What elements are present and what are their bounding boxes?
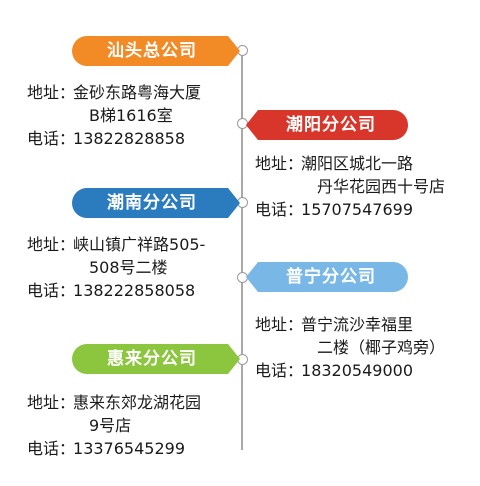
address-line2: 二楼（椰子鸡旁）	[317, 338, 446, 357]
address-line1: 潮阳区城北一路	[301, 154, 414, 173]
phone-label: 电话	[27, 129, 60, 148]
branch-info-huilai: 地址：惠来东郊龙湖花园 9号店 电话：13376545299	[27, 393, 202, 458]
branch-tag-huilai: 惠来分公司	[72, 344, 240, 374]
address-line1: 峡山镇广祥路505-	[73, 235, 206, 254]
address-label: 地址	[27, 83, 60, 102]
address-line2: B梯1616室	[89, 106, 173, 125]
address-line2: 508号二楼	[89, 258, 168, 277]
branch-tag-chaoyang: 潮阳分公司	[246, 110, 408, 140]
phone-label: 电话	[255, 361, 288, 380]
timeline-node-chaoyang	[237, 118, 248, 129]
branch-info-chaoyang: 地址：潮阳区城北一路 丹华花园西十号店 电话：15707547699	[255, 154, 446, 219]
phone-number: 13376545299	[73, 439, 185, 458]
branch-tag-chaonan: 潮南分公司	[72, 188, 240, 218]
address-line1: 惠来东郊龙湖花园	[73, 393, 202, 412]
address-line2: 丹华花园西十号店	[317, 177, 446, 196]
branch-tag-shantou: 汕头总公司	[72, 36, 240, 66]
address-label: 地址	[255, 315, 288, 334]
phone-label: 电话	[27, 439, 60, 458]
timeline-node-puning	[237, 272, 248, 283]
phone-number: 15707547699	[301, 200, 413, 219]
branch-tag-puning: 普宁分公司	[246, 262, 408, 292]
address-label: 地址	[27, 235, 60, 254]
address-line1: 普宁流沙幸福里	[301, 315, 414, 334]
branch-info-shantou: 地址：金砂东路粤海大厦 B梯1616室 电话：13822828858	[27, 83, 202, 148]
branch-info-puning: 地址：普宁流沙幸福里 二楼（椰子鸡旁） 电话：18320549000	[255, 315, 446, 380]
address-line2: 9号店	[89, 416, 132, 435]
phone-number: 18320549000	[301, 361, 413, 380]
branch-info-chaonan: 地址：峡山镇广祥路505- 508号二楼 电话：138222858058	[27, 235, 206, 300]
phone-label: 电话	[255, 200, 288, 219]
phone-label: 电话	[27, 281, 60, 300]
timeline-line	[241, 50, 243, 450]
address-label: 地址	[27, 393, 60, 412]
address-label: 地址	[255, 154, 288, 173]
phone-number: 13822828858	[73, 129, 185, 148]
phone-number: 138222858058	[73, 281, 196, 300]
address-line1: 金砂东路粤海大厦	[73, 83, 202, 102]
